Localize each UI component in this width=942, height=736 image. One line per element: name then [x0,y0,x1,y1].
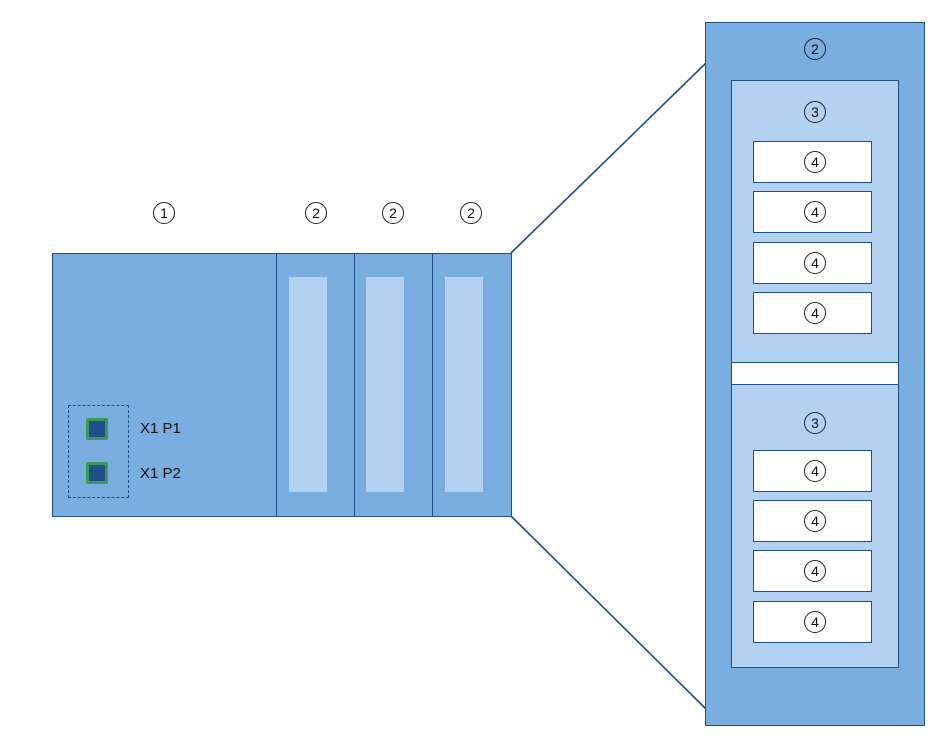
callout-module: 2 [460,202,482,224]
zoom-line-top [510,62,707,254]
module-window [289,277,327,492]
callout-head: 1 [153,202,175,224]
callout-module: 2 [382,202,404,224]
callout-submodule: 4 [804,252,826,274]
callout-submodule: 4 [804,560,826,582]
ethernet-port-icon [86,418,108,440]
callout-submodule: 4 [804,611,826,633]
callout-submodule: 4 [804,201,826,223]
callout-module: 2 [305,202,327,224]
interface-module [52,253,278,517]
callout-submodule: 4 [804,302,826,324]
port-label: X1 P1 [140,420,181,437]
callout-submodule-slot: 3 [804,412,826,434]
slot-separator [731,362,899,386]
ethernet-port-icon [86,462,108,484]
callout-submodule: 4 [804,460,826,482]
zoom-line-bottom [510,515,707,710]
callout-submodule: 4 [804,151,826,173]
callout-submodule-slot: 3 [804,101,826,123]
port-group [68,405,129,498]
callout-submodule: 4 [804,510,826,532]
module-window [445,277,483,492]
module-window [366,277,404,492]
port-label: X1 P2 [140,465,181,482]
callout-module-detail: 2 [804,38,826,60]
